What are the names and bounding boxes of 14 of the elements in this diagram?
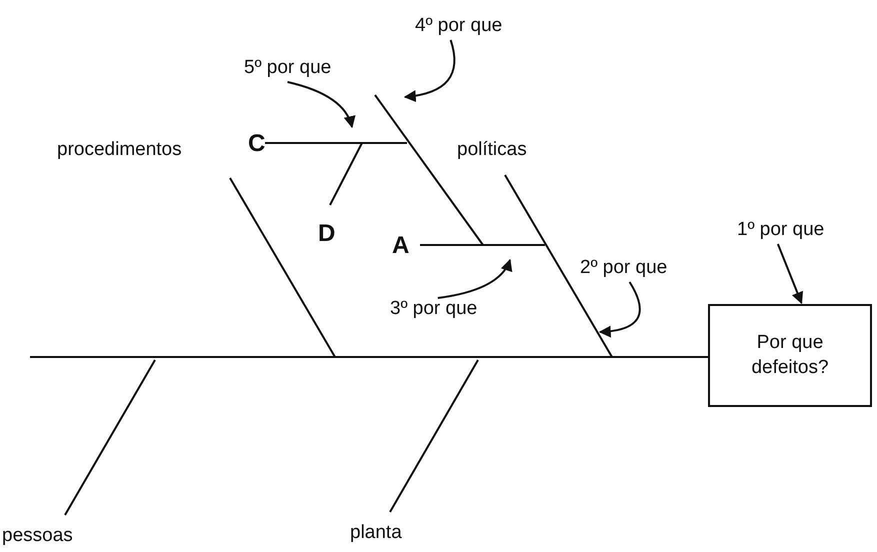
category-label: políticas: [457, 140, 527, 161]
category-label: planta: [350, 523, 402, 544]
question-text: 1º por que: [737, 220, 824, 241]
arrow: [438, 258, 512, 299]
question-text: 2º por que: [580, 258, 668, 279]
arrow: [287, 81, 355, 128]
problem-box: Por que defeitos?: [708, 304, 872, 407]
question-text: 4º por que: [415, 16, 502, 37]
category-label: procedimentos: [57, 140, 182, 161]
question-text: 3º por que: [390, 299, 478, 320]
arrow: [598, 282, 641, 338]
arrow: [776, 244, 804, 304]
question-text: 5º por que: [244, 58, 332, 79]
arrow: [404, 40, 456, 102]
